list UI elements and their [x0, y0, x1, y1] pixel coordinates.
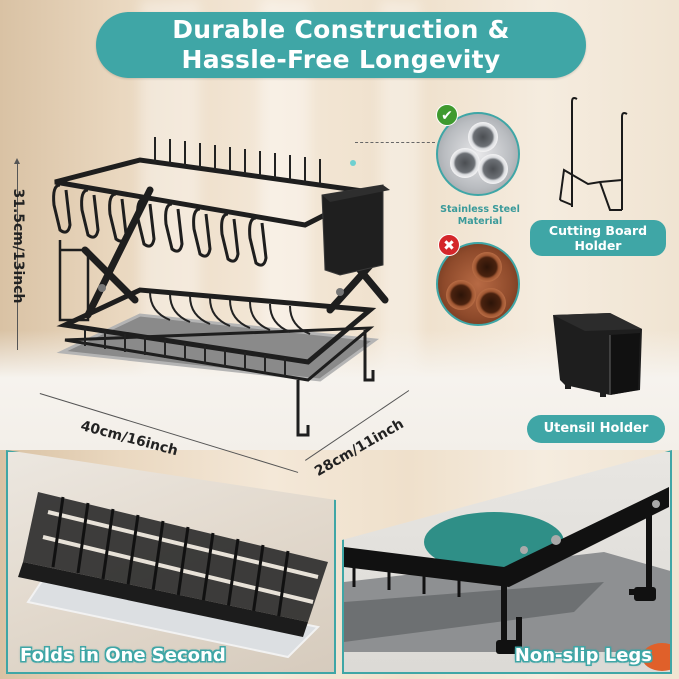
utensil-holder-label: Utensil Holder [527, 415, 665, 443]
folded-rack-image [18, 492, 328, 659]
rack-legs-closeup-image [344, 487, 670, 671]
cutting-board-holder-label: Cutting Board Holder [530, 220, 666, 256]
height-dimension-label: 31.5cm/13inch [10, 188, 26, 304]
title-line-1: Durable Construction & [172, 15, 510, 44]
check-icon: ✔ [436, 104, 458, 126]
fold-feature-panel: Folds in One Second [6, 450, 336, 674]
material-callout-line [355, 142, 435, 143]
rusted-pipes-image [436, 242, 520, 326]
non-slip-legs-panel: Non-slip Legs [342, 450, 672, 674]
side-frame [58, 240, 90, 322]
cross-icon: ✖ [438, 234, 460, 256]
fold-feature-caption: Folds in One Second [20, 645, 226, 666]
stainless-steel-label: Stainless Steel Material [440, 204, 520, 227]
cutting-board-holder-image [559, 97, 628, 211]
bottom-basket [56, 287, 377, 365]
title-line-2: Hassle-Free Longevity [181, 45, 501, 74]
non-slip-legs-caption: Non-slip Legs [514, 645, 652, 666]
stainless-steel-pipes-image [436, 112, 520, 196]
height-dimension-line [14, 158, 20, 350]
title-banner: Durable Construction & Hassle-Free Longe… [96, 12, 586, 78]
utensil-holder-image [553, 313, 642, 397]
dish-rack-illustration [52, 137, 390, 437]
